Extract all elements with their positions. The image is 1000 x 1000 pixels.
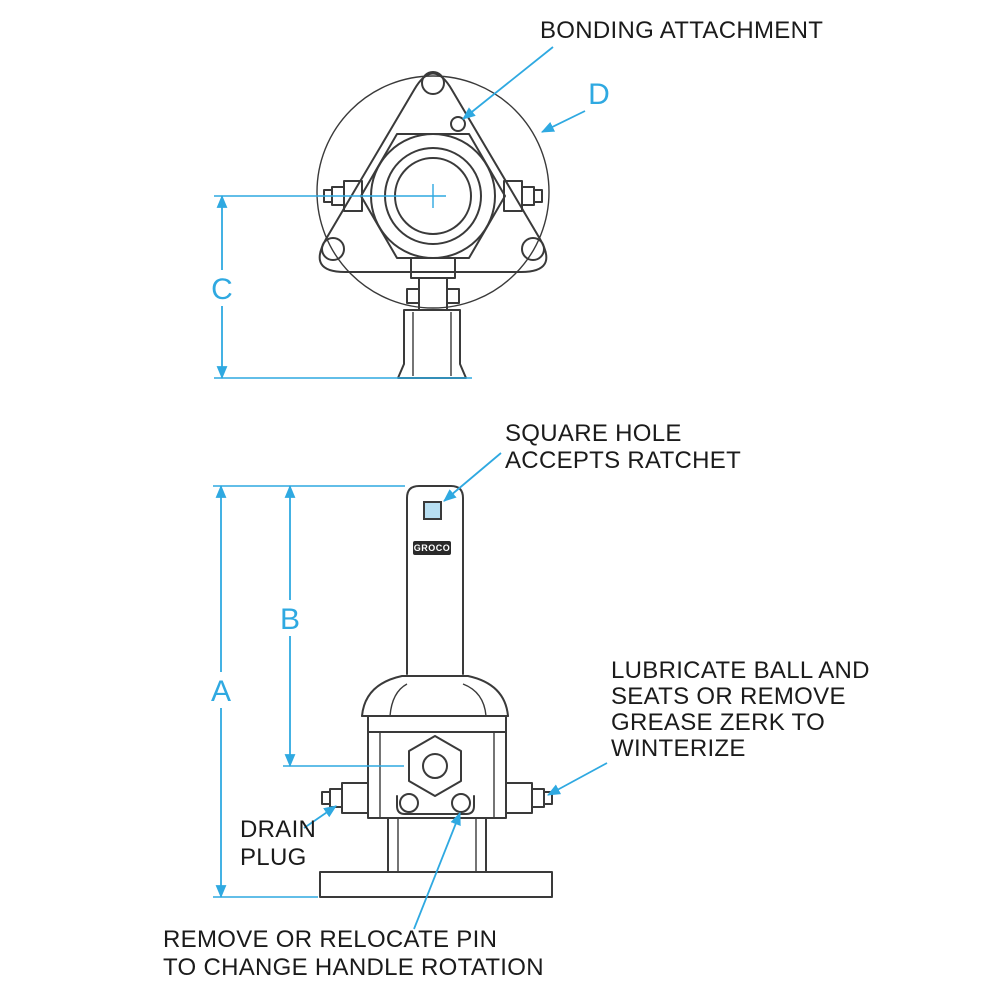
dim-b-label: B	[280, 603, 300, 636]
dimension-a: A	[204, 484, 405, 899]
lubricate-callout: LUBRICATE BALL AND SEATS OR REMOVE GREAS…	[547, 657, 870, 796]
drain-plug-label-line2: PLUG	[240, 844, 307, 871]
bonding-callout: BONDING ATTACHMENT	[462, 17, 823, 120]
lubricate-label-line2: SEATS OR REMOVE	[611, 683, 846, 710]
dim-c-label: C	[211, 273, 233, 306]
dim-d-label: D	[588, 78, 610, 111]
bonding-attachment-hole	[450, 116, 466, 132]
bonnet-ribs	[389, 683, 487, 717]
bonnet-dome	[361, 675, 509, 717]
drain-plug-leader	[303, 805, 337, 829]
lower-neck	[387, 817, 487, 873]
lubricate-leader	[547, 762, 608, 796]
pin-label-line1: REMOVE OR RELOCATE PIN	[163, 926, 497, 953]
dimension-d: D	[541, 78, 610, 133]
square-hole-label-line2: ACCEPTS RATCHET	[505, 447, 741, 474]
pin-callout: REMOVE OR RELOCATE PIN TO CHANGE HANDLE …	[163, 811, 544, 981]
grease-zerk-port	[422, 753, 448, 779]
pin-leader	[413, 811, 461, 930]
square-hole-label-line1: SQUARE HOLE	[505, 420, 682, 447]
bonding-leader	[462, 46, 554, 120]
drain-plug-label-line1: DRAIN	[240, 816, 316, 843]
pipe-stub	[397, 257, 467, 379]
top-view	[316, 71, 550, 379]
dim-d-leader	[541, 110, 586, 133]
square-hole-leader	[443, 452, 502, 502]
bolt-hole-top	[421, 71, 445, 95]
bonding-label: BONDING ATTACHMENT	[540, 17, 823, 44]
pivot-pin-right	[451, 793, 471, 813]
bolt-hole-right	[521, 237, 545, 261]
brand-plate: GROCO	[413, 541, 451, 555]
triangular-flange	[318, 72, 548, 273]
right-side-tab	[503, 180, 543, 212]
square-ratchet-hole	[423, 501, 442, 520]
bolt-hole-left	[321, 237, 345, 261]
grease-zerk-hex	[408, 735, 462, 797]
handle-pivot-bracket	[396, 793, 475, 815]
lubricate-label-line3: GREASE ZERK TO	[611, 709, 825, 736]
square-hole-callout: SQUARE HOLE ACCEPTS RATCHET	[443, 420, 741, 502]
lubricate-label-line4: WINTERIZE	[611, 735, 746, 762]
pin-label-line2: TO CHANGE HANDLE ROTATION	[163, 954, 544, 981]
dimension-c: C	[205, 184, 472, 380]
valve-handle	[406, 485, 464, 675]
grease-zerk-boss-right	[505, 782, 553, 814]
brand-label: GROCO	[414, 543, 451, 553]
valve-body	[367, 715, 507, 819]
lubricate-label-line1: LUBRICATE BALL AND	[611, 657, 870, 684]
side-view: GROCO	[319, 485, 553, 898]
drain-plug-callout: DRAIN PLUG	[240, 805, 337, 871]
drain-plug-boss-left	[321, 782, 369, 814]
dimension-b: B	[273, 484, 404, 768]
flange-bolt-circle	[316, 75, 550, 309]
pivot-pin-left	[399, 793, 419, 813]
dim-a-label: A	[211, 675, 231, 708]
